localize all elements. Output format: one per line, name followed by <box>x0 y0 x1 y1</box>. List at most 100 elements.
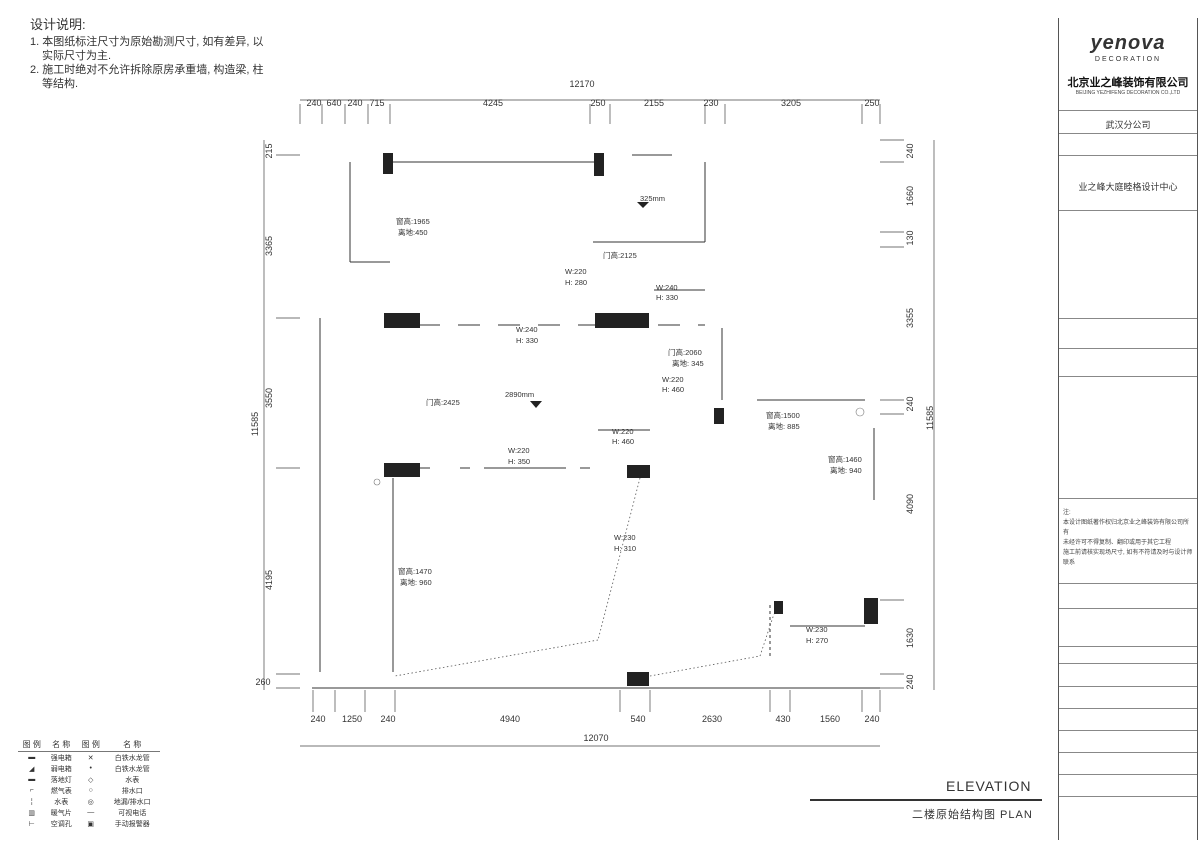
dim-top-segment: 4245 <box>483 98 503 108</box>
dim-top-segment: 250 <box>590 98 605 108</box>
legend-symbol-icon: • <box>89 765 92 772</box>
dim-left-segment: 4195 <box>264 570 274 590</box>
beam-size-label: W:220 <box>612 427 634 436</box>
legend-name: 落地灯 <box>50 776 72 784</box>
divider <box>1059 583 1197 584</box>
door-sill-label: 离地: 345 <box>672 358 704 368</box>
column <box>774 601 783 614</box>
divider <box>1059 686 1197 687</box>
window-sill-label: 离地: 940 <box>830 465 862 475</box>
beam-size-label: H: 330 <box>516 336 538 345</box>
window-sill-label: 离地:450 <box>398 227 428 237</box>
legend-header: 名 称 <box>45 738 77 752</box>
divider <box>1059 774 1197 775</box>
note-line: 实际尺寸为主. <box>42 50 112 62</box>
legend-row: ▬强电箱✕白铁水龙管 <box>18 752 160 764</box>
column <box>627 465 650 478</box>
window-height-label: 窗高:1500 <box>766 410 800 420</box>
beam-marker-icon <box>637 202 649 208</box>
window-height-label: 窗高:1965 <box>396 216 430 226</box>
divider <box>1059 498 1197 499</box>
dim-top-segment: 240 <box>347 98 362 108</box>
note-line: 施工前请核实现场尺寸, 如有不符请及时与设计师联系 <box>1063 550 1193 566</box>
drain-icon <box>373 478 381 486</box>
column <box>595 313 649 328</box>
window-sill-label: 离地: 960 <box>400 577 432 587</box>
door-height-label: 门高:2425 <box>426 397 460 407</box>
dim-bottom-segment: 240 <box>310 714 325 724</box>
legend-row: ▥暖气片—可视电话 <box>18 807 160 818</box>
door-height-label: 门高:2125 <box>603 250 637 260</box>
beam-lines <box>394 477 775 677</box>
title-block: yenova DECORATION 北京业之峰装饰有限公司 BEIJING YE… <box>1058 18 1198 840</box>
dimension-top <box>299 99 881 124</box>
dim-top-segment: 715 <box>369 98 384 108</box>
dim-top-segment: 240 <box>306 98 321 108</box>
dim-left-total: 11585 <box>250 412 260 436</box>
beam-height-label: 2890mm <box>505 390 534 399</box>
notes-title: 设计说明: <box>30 17 86 32</box>
dimension-right <box>880 139 935 690</box>
legend-name: 可视电话 <box>118 809 147 817</box>
dim-right-segment: 3355 <box>905 308 915 328</box>
dim-bottom-segment: 430 <box>775 714 790 724</box>
dim-bottom-segment: 1250 <box>342 714 362 724</box>
beam-size-label: W:220 <box>508 446 530 455</box>
dim-top-segment: 3205 <box>781 98 801 108</box>
walls <box>312 154 880 689</box>
legend-table: 图 例 名 称 图 例 名 称 ▬强电箱✕白铁水龙管 ◢弱电箱•白铁水龙管 ▬落… <box>18 738 160 829</box>
dimension-bottom <box>300 690 881 747</box>
dim-bottom-segment: 2630 <box>702 714 722 724</box>
divider <box>1059 752 1197 753</box>
legend-symbol-icon: ▥ <box>28 809 36 817</box>
dim-bottom-total: 12070 <box>583 733 608 743</box>
design-notes: 设计说明: 1. 本图纸标注尺寸为原始勘测尺寸, 如有差异, 以 实际尺寸为主.… <box>30 18 300 91</box>
window-height-label: 窗高:1470 <box>398 566 432 576</box>
beam-size-label: H: 460 <box>662 385 684 394</box>
column <box>864 598 878 624</box>
column <box>384 463 420 477</box>
dim-top-segment: 640 <box>326 98 341 108</box>
legend-name: 地漏/排水口 <box>113 798 151 806</box>
legend-name: 暖气片 <box>50 809 72 817</box>
company-logo: yenova <box>1090 32 1166 54</box>
title-rule <box>810 799 1042 801</box>
divider <box>1059 708 1197 709</box>
note-line: 注: <box>1063 510 1071 516</box>
legend-name: 水表 <box>54 798 69 806</box>
column <box>383 153 393 174</box>
column <box>594 153 604 176</box>
window-sill-label: 离地: 885 <box>768 421 800 431</box>
legend-name: 白铁水龙管 <box>114 765 150 773</box>
company-name: 北京业之峰装饰有限公司 <box>1067 77 1189 89</box>
beam-size-label: W:220 <box>662 375 684 384</box>
legend-symbol-icon: ✕ <box>87 754 94 762</box>
note-line: 本设计图纸著作权归北京业之峰装饰有限公司所有 <box>1063 520 1190 536</box>
beam-size-label: H: 270 <box>806 636 828 645</box>
legend-row: ╎水表◎地漏/排水口 <box>18 796 160 807</box>
plan-title: 二楼原始结构图 PLAN <box>912 809 1033 821</box>
beam-size-label: H: 310 <box>614 544 636 553</box>
divider <box>1059 730 1197 731</box>
dimension-left <box>263 140 300 690</box>
elevation-label: ELEVATION <box>946 778 1032 794</box>
drain-icon <box>855 407 865 417</box>
legend-symbol-icon: ○ <box>88 787 93 794</box>
floor-plan: 12170 240 640 240 715 4245 250 2155 230 … <box>250 79 935 747</box>
legend-name: 水表 <box>125 776 140 784</box>
legend-symbol-icon: ◎ <box>87 798 94 806</box>
legend-symbol-icon: ▬ <box>28 754 36 761</box>
column <box>384 313 420 328</box>
beam-size-label: H: 280 <box>565 278 587 287</box>
beam-size-label: W:240 <box>656 283 678 292</box>
note-line: 2. 施工时绝对不允许拆除原房承重墙, 构造梁, 柱 <box>30 64 264 76</box>
legend-name: 排水口 <box>121 787 143 795</box>
legend-symbol-icon: ▬ <box>28 776 36 783</box>
beam-marker-icon <box>530 401 542 408</box>
legend-name: 空调孔 <box>50 820 72 828</box>
beam-size-label: W:220 <box>565 267 587 276</box>
window-height-label: 窗高:1460 <box>828 454 862 464</box>
legend-header: 图 例 <box>77 738 105 752</box>
legend-symbol-icon: ⊢ <box>28 820 35 828</box>
company-name-en: BEIJING YEZHIFENG DECORATION CO.,LTD <box>1075 90 1181 96</box>
